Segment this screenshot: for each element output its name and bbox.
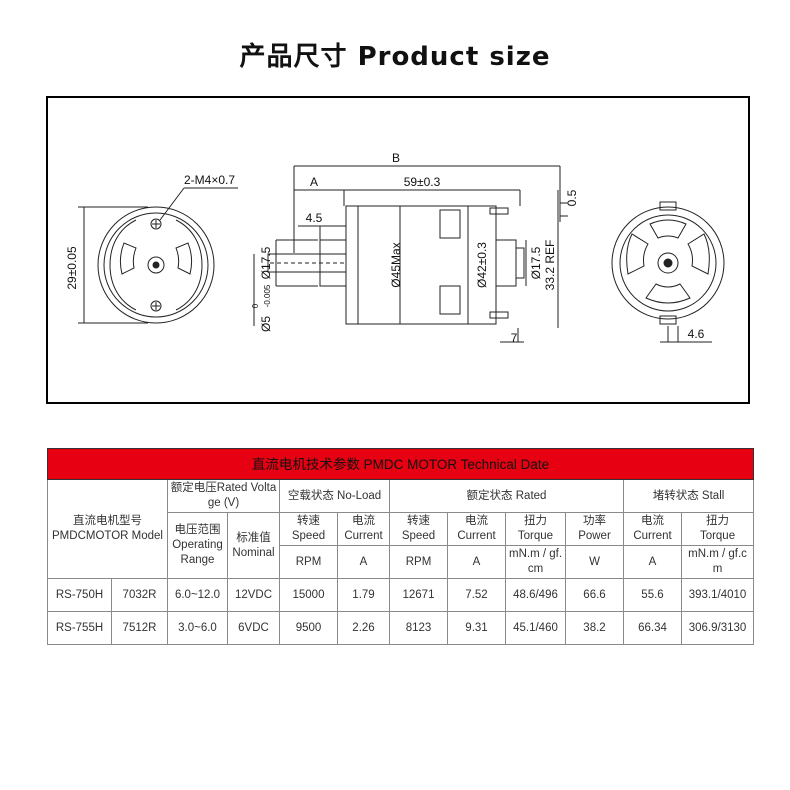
r-speed-cn: 转速 — [407, 515, 430, 527]
nominal-header: 标准值 Nominal — [227, 512, 280, 579]
page-title: 产品尺寸 Product size — [239, 42, 551, 72]
side-view — [253, 165, 568, 343]
nl-current-cn: 电流 — [352, 515, 375, 527]
unit-rpm-1: RPM — [279, 545, 338, 579]
nl-speed-cn: 转速 — [297, 515, 320, 527]
cell-code: 7512R — [111, 611, 168, 645]
dim-body-max-label: Ø45Max — [389, 242, 403, 287]
unit-w: W — [565, 545, 624, 579]
r-current-cn: 电流 — [465, 515, 488, 527]
model-header: 直流电机型号 PMDCMOTOR Model — [47, 479, 168, 579]
dim-shaft-dia-label: Ø5 — [259, 316, 273, 332]
model-header-en: PMDCMOTOR Model — [52, 530, 163, 542]
r-current-en: Current — [457, 530, 496, 542]
dim-body-len-label: 59±0.3 — [404, 175, 441, 189]
nominal-en: Nominal — [232, 546, 275, 559]
cell-model: RS-750H — [47, 578, 112, 612]
model-header-cn: 直流电机型号 — [73, 515, 142, 527]
cell-r-power: 66.6 — [565, 578, 624, 612]
cell-nl-speed: 15000 — [279, 578, 338, 612]
cell-r-speed: 8123 — [389, 611, 448, 645]
s-torque-en: Torque — [699, 530, 736, 542]
unit-rpm-2: RPM — [389, 545, 448, 579]
dim-body-dia-label: Ø42±0.3 — [475, 242, 489, 288]
cell-range: 6.0~12.0 — [167, 578, 228, 612]
r-power-cn: 功率 — [583, 515, 606, 527]
spec-table: 直流电机技术参数 PMDC MOTOR Technical Date 直流电机型… — [46, 448, 755, 645]
dimension-drawing: 2-M4×0.7 29±0.05 B A 59±0.3 4.5 Ø17.5 Ø5… — [46, 96, 750, 404]
nl-current-en: Current — [344, 530, 383, 542]
r-power-header: 功率 Power — [565, 512, 624, 546]
unit-a-2: A — [447, 545, 506, 579]
front-end-view — [78, 187, 238, 324]
cell-r-power: 38.2 — [565, 611, 624, 645]
r-current-header: 电流 Current — [447, 512, 506, 546]
cell-s-current: 66.34 — [623, 611, 682, 645]
dim-a-label: A — [310, 175, 318, 189]
cell-r-current: 9.31 — [447, 611, 506, 645]
r-torque-header: 扭力 Torque — [505, 512, 566, 546]
rated-header: 额定状态 Rated — [389, 479, 624, 513]
dim-terminal-gap-label: 0.5 — [565, 189, 579, 206]
motor-drawing-svg: 2-M4×0.7 29±0.05 B A 59±0.3 4.5 Ø17.5 Ø5… — [65, 151, 725, 345]
cell-range: 3.0~6.0 — [167, 611, 228, 645]
cell-r-torque: 45.1/460 — [505, 611, 566, 645]
rear-end-view — [611, 201, 725, 343]
dim-front-boss-label: 4.5 — [306, 211, 323, 225]
dim-holes-label: 2-M4×0.7 — [184, 173, 235, 187]
dim-side-height-label: 29±0.05 — [65, 246, 79, 290]
s-current-en: Current — [633, 530, 672, 542]
cell-nominal: 6VDC — [227, 611, 280, 645]
cell-s-current: 55.6 — [623, 578, 682, 612]
r-torque-cn: 扭力 — [524, 515, 547, 527]
dim-rear-boss-label: Ø17.5 — [529, 246, 543, 279]
s-torque-header: 扭力 Torque — [680, 512, 755, 546]
cell-s-torque: 393.1/4010 — [680, 578, 755, 612]
nl-speed-header: 转速 Speed — [279, 512, 338, 546]
dim-shaft-tol-upper: 0 — [251, 303, 260, 308]
rated-voltage-header: 额定电压Rated Voltage (V) — [167, 479, 280, 513]
cell-nl-current: 1.79 — [337, 578, 390, 612]
r-speed-en: Speed — [401, 530, 436, 542]
table-row: RS-755H 7512R 3.0~6.0 6VDC 9500 2.26 812… — [47, 611, 755, 645]
nominal-cn: 标准值 — [236, 531, 271, 544]
unit-torque: mN.m / gf.cm — [505, 545, 566, 579]
s-current-cn: 电流 — [641, 515, 664, 527]
no-load-header: 空载状态 No-Load — [279, 479, 390, 513]
nl-current-header: 电流 Current — [337, 512, 390, 546]
nl-speed-en: Speed — [291, 530, 326, 542]
cell-nl-speed: 9500 — [279, 611, 338, 645]
cell-nl-current: 2.26 — [337, 611, 390, 645]
s-current-header: 电流 Current — [623, 512, 682, 546]
dim-shaft-tol-lower: -0.005 — [263, 284, 272, 307]
dim-terminal-offset-label: 4.6 — [688, 327, 705, 341]
cell-r-speed: 12671 — [389, 578, 448, 612]
unit-a-3: A — [623, 545, 682, 579]
cell-s-torque: 306.9/3130 — [680, 611, 755, 645]
r-torque-en: Torque — [517, 530, 554, 542]
dim-boss-dia-label: Ø17.5 — [259, 246, 273, 279]
dim-b-label: B — [392, 151, 400, 165]
cell-r-torque: 48.6/496 — [505, 578, 566, 612]
s-torque-cn: 扭力 — [706, 515, 730, 527]
cell-r-current: 7.52 — [447, 578, 506, 612]
unit-a-1: A — [337, 545, 390, 579]
cell-model: RS-755H — [47, 611, 112, 645]
operating-range-en: Operating Range — [172, 539, 223, 566]
dim-rear-ref-label: 33.2 REF — [543, 240, 557, 291]
operating-range-header: 电压范围 Operating Range — [167, 512, 228, 579]
table-row: RS-750H 7032R 6.0~12.0 12VDC 15000 1.79 … — [47, 578, 755, 612]
dim-rear-len-label: 7 — [511, 331, 518, 345]
r-speed-header: 转速 Speed — [389, 512, 448, 546]
cell-nominal: 12VDC — [227, 578, 280, 612]
unit-torque-stall: mN.m / gf.cm — [680, 545, 755, 579]
stall-header: 堵转状态 Stall — [622, 479, 755, 513]
r-power-en: Power — [578, 530, 611, 542]
table-banner: 直流电机技术参数 PMDC MOTOR Technical Date — [46, 448, 755, 480]
cell-code: 7032R — [111, 578, 168, 612]
operating-range-cn: 电压范围 — [174, 524, 221, 536]
